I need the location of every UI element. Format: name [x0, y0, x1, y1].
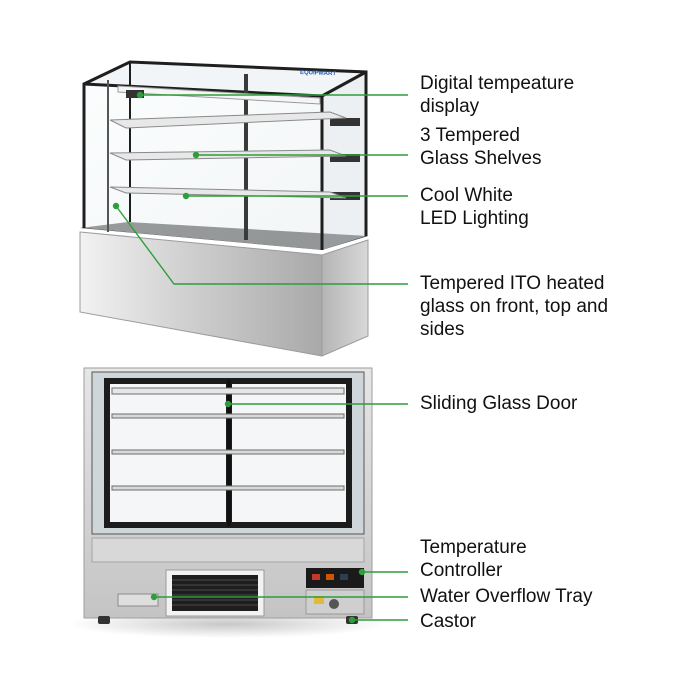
label-castor: Castor	[420, 610, 476, 633]
digital-display	[126, 90, 144, 98]
label-line: Controller	[420, 560, 503, 581]
warning-sticker	[314, 596, 324, 604]
label-digital-temperature-display: Digital tempeature display	[420, 72, 574, 118]
callout-heated-glass	[115, 205, 408, 285]
callout-overflow-tray-dot	[150, 593, 158, 601]
label-line: Tempered ITO heated	[420, 273, 605, 294]
shelf-3	[109, 186, 347, 199]
cabinet-perspective: EQUIPMART	[79, 60, 369, 357]
glass-case-front	[84, 84, 322, 250]
callout-temp-display-dot	[136, 91, 144, 99]
temperature-controller	[306, 568, 364, 588]
label-line: display	[420, 96, 480, 117]
water-overflow-tray	[117, 593, 159, 607]
label-led-lighting: Cool White LED Lighting	[420, 184, 529, 230]
controller-button-2	[326, 574, 334, 580]
cabinet-base-front	[79, 231, 323, 357]
label-line: Glass Shelves	[420, 148, 542, 169]
label-line: LED Lighting	[420, 208, 529, 229]
brand-logo: EQUIPMART	[300, 70, 337, 77]
label-heated-glass: Tempered ITO heated glass on front, top …	[420, 272, 608, 341]
front-shelves	[111, 387, 345, 491]
label-line: 3 Tempered	[420, 125, 520, 146]
callout-castor-dot	[348, 616, 356, 624]
power-connector	[329, 599, 339, 609]
cabinet-base-side	[321, 239, 369, 357]
controller-button-3	[340, 574, 348, 580]
callout-controller-dot	[358, 568, 366, 576]
controller-button-1	[312, 574, 320, 580]
label-tempered-glass-shelves: 3 Tempered Glass Shelves	[420, 124, 541, 170]
label-line: Digital tempeature	[420, 73, 575, 94]
label-line: Temperature	[420, 537, 527, 558]
label-sliding-glass-door: Sliding Glass Door	[420, 392, 577, 415]
label-line: Castor	[420, 611, 476, 632]
front-lower-panel	[91, 537, 365, 563]
label-water-overflow-tray: Water Overflow Tray	[420, 585, 592, 608]
cabinet-front-view	[67, 367, 387, 638]
label-line: sides	[420, 319, 465, 340]
label-temperature-controller: Temperature Controller	[420, 536, 527, 582]
label-line: Cool White	[420, 185, 513, 206]
vent-slats	[172, 579, 258, 606]
callout-lines	[112, 91, 408, 624]
callout-led-dot	[182, 192, 190, 200]
shelf-1	[109, 111, 347, 129]
callout-shelves-dot	[192, 151, 200, 159]
callout-heated-glass-dot	[112, 202, 120, 210]
label-line: glass on front, top and	[420, 296, 609, 317]
callout-sliding-door-dot	[224, 400, 232, 408]
label-line: Water Overflow Tray	[420, 586, 593, 607]
label-line: Sliding Glass Door	[420, 393, 578, 414]
